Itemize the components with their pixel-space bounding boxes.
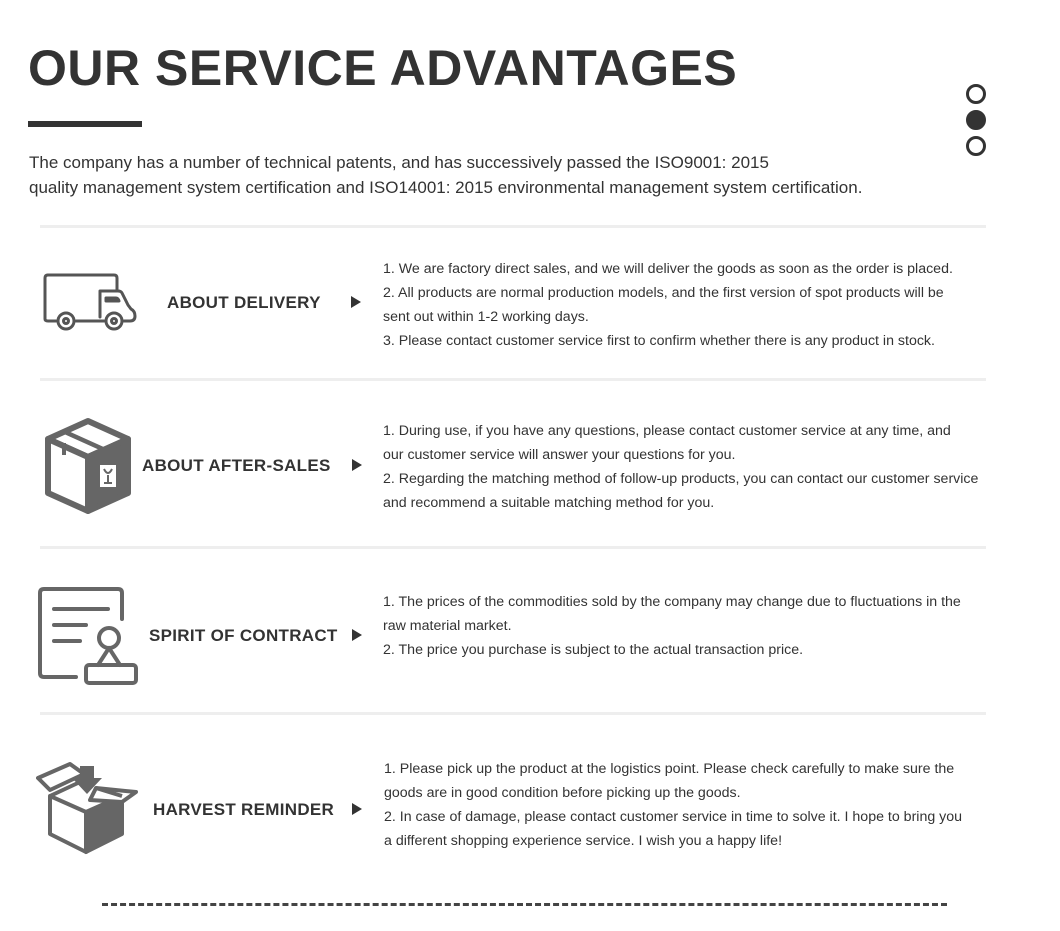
delivery-truck-icon: [40, 271, 140, 338]
pager-dot-3[interactable]: [966, 136, 986, 156]
text-line: our customer service will answer your qu…: [383, 447, 736, 463]
text-line: and recommend a suitable matching method…: [383, 495, 715, 511]
text-line: raw material market.: [383, 618, 512, 634]
open-box-arrow-icon: [36, 760, 144, 861]
pager-dot-1[interactable]: [966, 84, 986, 104]
text-line: goods are in good condition before picki…: [384, 785, 741, 801]
text-line: 2. Regarding the matching method of foll…: [383, 471, 979, 487]
title-underline: [28, 121, 142, 127]
play-arrow-icon[interactable]: [351, 296, 361, 308]
divider: [40, 546, 986, 549]
section-text: 1. We are factory direct sales, and we w…: [383, 257, 983, 353]
intro-line-2: quality management system certification …: [29, 178, 863, 197]
package-box-icon: [44, 417, 132, 520]
section-label: ABOUT AFTER-SALES: [142, 456, 331, 475]
section-spirit-of-contract: SPIRIT OF CONTRACT 1. The prices of the …: [0, 585, 1060, 690]
section-about-after-sales: ABOUT AFTER-SALES 1. During use, if you …: [0, 415, 1060, 525]
section-harvest-reminder: HARVEST REMINDER 1. Please pick up the p…: [0, 752, 1060, 862]
section-label: SPIRIT OF CONTRACT: [149, 626, 338, 645]
text-line: 1. Please pick up the product at the log…: [384, 761, 955, 777]
play-arrow-icon[interactable]: [352, 629, 362, 641]
text-line: 2. All products are normal production mo…: [383, 285, 944, 301]
divider: [40, 378, 986, 381]
pager-dots: [966, 84, 986, 162]
section-label: HARVEST REMINDER: [153, 800, 335, 819]
text-line: 2. The price you purchase is subject to …: [383, 642, 804, 658]
intro-text: The company has a number of technical pa…: [29, 150, 959, 200]
text-line: 1. We are factory direct sales, and we w…: [383, 261, 953, 277]
section-text: 1. During use, if you have any questions…: [383, 419, 983, 515]
play-arrow-icon[interactable]: [352, 459, 362, 471]
section-label: ABOUT DELIVERY: [167, 293, 321, 312]
divider: [40, 712, 986, 715]
section-text: 1. The prices of the commodities sold by…: [383, 590, 983, 662]
contract-stamp-icon: [38, 587, 142, 692]
play-arrow-icon[interactable]: [352, 803, 362, 815]
divider: [40, 225, 986, 228]
text-line: a different shopping experience service.…: [384, 833, 783, 849]
text-line: 1. During use, if you have any questions…: [383, 423, 951, 439]
text-line: sent out within 1-2 working days.: [383, 309, 589, 325]
text-line: 1. The prices of the commodities sold by…: [383, 594, 961, 610]
text-line: 2. In case of damage, please contact cus…: [384, 809, 963, 825]
intro-line-1: The company has a number of technical pa…: [29, 153, 769, 172]
text-line: 3. Please contact customer service first…: [383, 333, 935, 349]
section-about-delivery: ABOUT DELIVERY 1. We are factory direct …: [0, 255, 1060, 365]
dashed-separator: [102, 903, 947, 906]
section-text: 1. Please pick up the product at the log…: [384, 757, 984, 853]
page-title: OUR SERVICE ADVANTAGES: [28, 40, 738, 96]
pager-dot-2-active[interactable]: [966, 110, 986, 130]
